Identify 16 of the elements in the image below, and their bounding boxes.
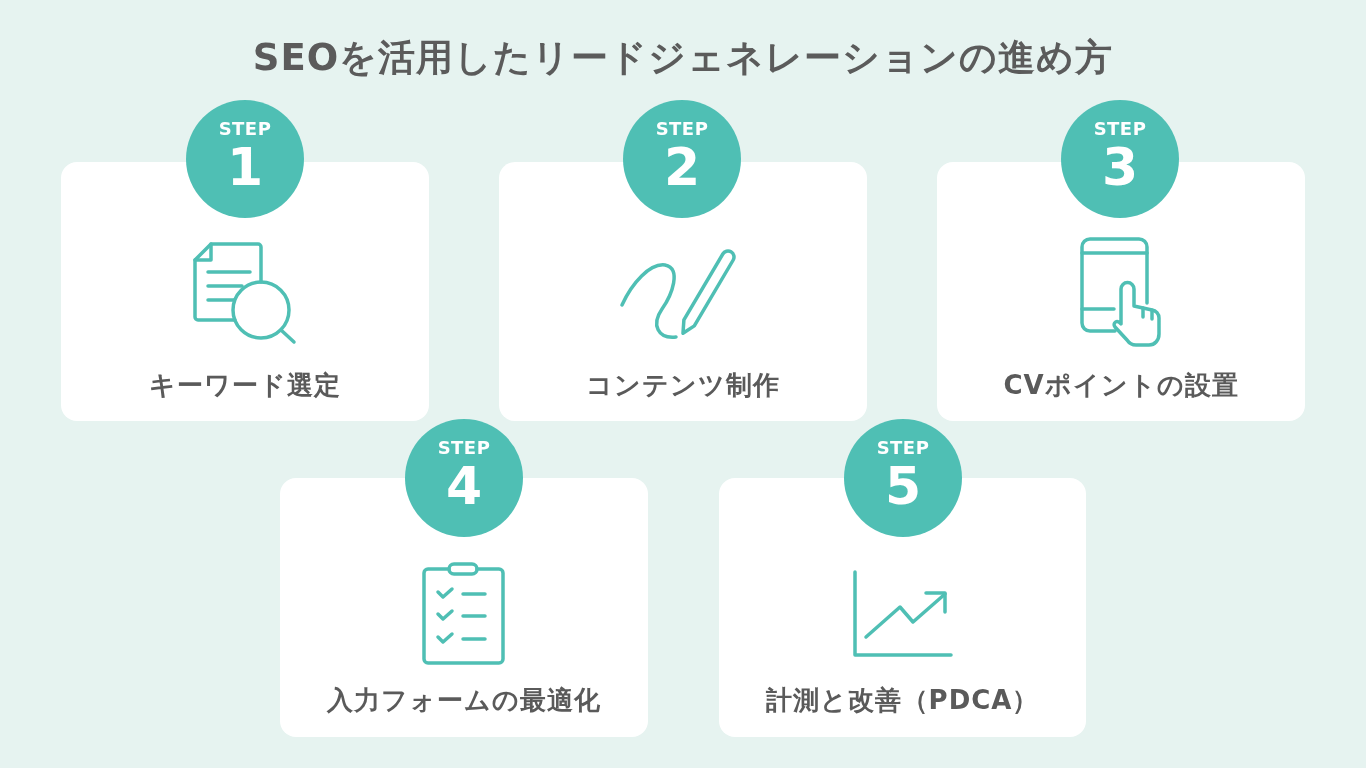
step-title: コンテンツ制作 — [586, 369, 780, 402]
step-title: キーワード選定 — [149, 369, 341, 402]
step-number: 4 — [445, 460, 483, 512]
step-label: STEP — [437, 438, 491, 458]
step-label: STEP — [655, 119, 709, 139]
step-number: 3 — [1101, 141, 1139, 193]
step-title: 入力フォームの最適化 — [327, 684, 601, 717]
step-number: 2 — [663, 141, 701, 193]
step-title: CVポイントの設置 — [1003, 369, 1239, 402]
step-label: STEP — [218, 119, 272, 139]
step-number: 5 — [884, 460, 922, 512]
step-title: 計測と改善（PDCA） — [765, 684, 1040, 717]
step-number: 1 — [226, 141, 264, 193]
step-label: STEP — [876, 438, 930, 458]
page-title: SEOを活用したリードジェネレーションの進め方 — [252, 35, 1114, 81]
step-label: STEP — [1093, 119, 1147, 139]
